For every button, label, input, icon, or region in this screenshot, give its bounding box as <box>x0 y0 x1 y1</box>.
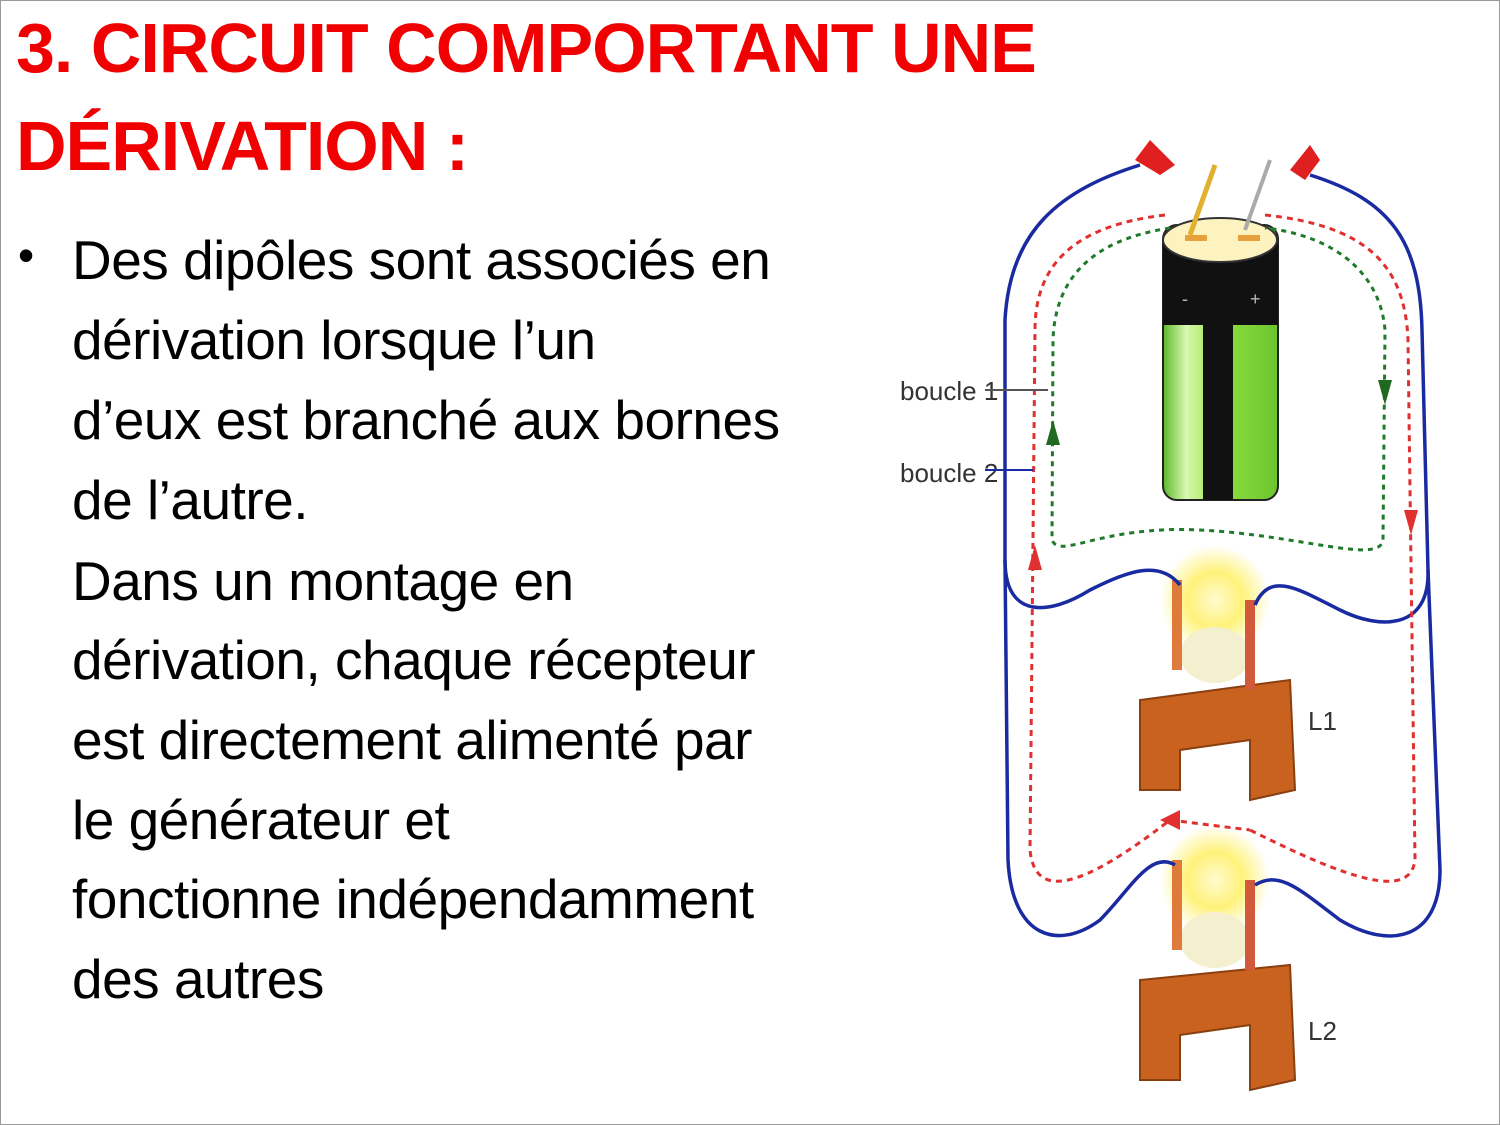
body-line: de l’autre. <box>72 469 309 531</box>
loop-2-path <box>1028 213 1417 883</box>
arrow-icon <box>1378 380 1392 405</box>
body-line: dérivation lorsque l’un <box>72 309 596 371</box>
body-line: d’eux est branché aux bornes <box>72 389 780 451</box>
battery-plus-label: + <box>1250 289 1261 309</box>
bullet-marker: • <box>18 229 35 281</box>
arrow-icon <box>1404 510 1418 535</box>
loop-1-label: boucle 1 <box>900 376 998 406</box>
arrow-icon <box>1160 810 1180 830</box>
body-line: fonctionne indépendamment <box>72 868 754 930</box>
body-line: est directement alimenté par <box>72 709 752 771</box>
battery: - + <box>1135 140 1320 501</box>
body-line: le générateur et <box>72 789 450 851</box>
clip-right <box>1290 145 1320 180</box>
slide-title-line-1: 3. CIRCUIT COMPORTANT UNE <box>16 9 1037 87</box>
body-line: dérivation, chaque récepteur <box>72 629 756 691</box>
lamp-2 <box>1139 825 1297 1092</box>
loop-1-path <box>1050 226 1387 552</box>
clip-left <box>1135 140 1175 175</box>
battery-minus-label: - <box>1182 289 1188 309</box>
body-line: Des dipôles sont associés en <box>72 229 771 291</box>
wires <box>1003 163 1442 938</box>
lamp-1 <box>1139 545 1297 802</box>
arrow-icon <box>1046 420 1060 445</box>
body-line: des autres <box>72 948 324 1010</box>
body-line: Dans un montage en <box>72 550 574 612</box>
lamp-2-label: L2 <box>1308 1016 1337 1046</box>
lamp-1-label: L1 <box>1308 706 1337 736</box>
arrow-icon <box>1028 545 1042 570</box>
loop-2-label: boucle 2 <box>900 458 998 488</box>
slide-title-line-2: DÉRIVATION : <box>16 107 469 185</box>
